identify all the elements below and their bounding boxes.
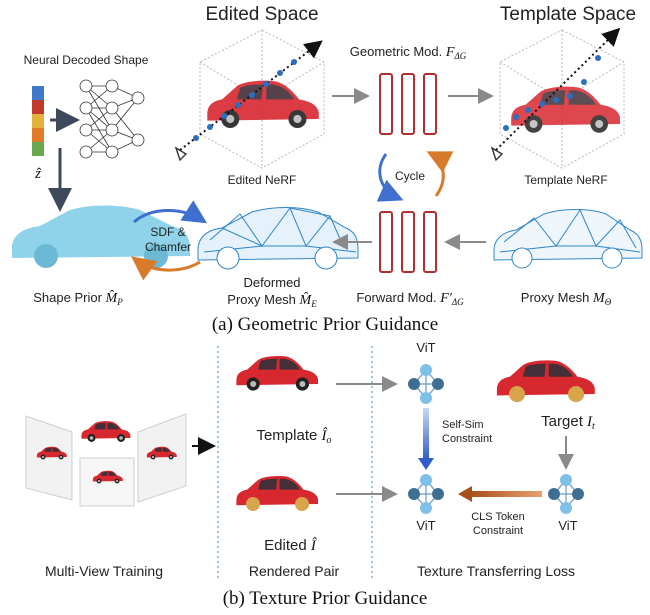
vit-right-label: ViT — [558, 518, 577, 533]
vit-top-label: ViT — [416, 340, 435, 355]
template-nerf-label: Template NeRF — [524, 173, 607, 187]
sdf-arrow-blue — [133, 200, 208, 224]
geometric-mod-label: Geometric Mod. FΔG — [350, 44, 467, 61]
edited-label: Edited Î — [264, 537, 317, 554]
proxy-mesh — [493, 208, 643, 269]
template-label: Template Îo — [256, 427, 331, 446]
edited-image-car — [236, 475, 318, 511]
shape-prior-car — [12, 205, 190, 268]
self-sim-label-2: Constraint — [442, 433, 492, 445]
cls-arrowhead — [458, 486, 472, 502]
shape-prior-label: Shape Prior M̂P — [33, 290, 123, 307]
target-image-car — [496, 360, 595, 402]
multi-view-label: Multi-View Training — [45, 563, 163, 579]
forward-mod-label: Forward Mod. F′ΔG — [356, 290, 464, 307]
cycle-arrow-blue — [376, 153, 404, 202]
edited-space-title: Edited Space — [205, 4, 318, 25]
cls-arrow — [470, 491, 542, 497]
deformed-proxy-mesh — [197, 206, 359, 270]
target-label: Target It — [541, 413, 595, 432]
vit-right-icon — [547, 473, 585, 515]
cls-label-2: Constraint — [473, 525, 523, 537]
latent-code-bar — [32, 86, 44, 156]
edited-nerf-label: Edited NeRF — [228, 173, 297, 187]
latent-symbol: ẑ — [34, 166, 41, 182]
template-image-car — [236, 355, 318, 391]
edited-camera-icon — [174, 146, 188, 162]
forward-mod-block — [379, 211, 437, 273]
caption-a: (a) Geometric Prior Guidance — [212, 314, 438, 335]
neural-network-icon — [79, 79, 145, 159]
edited-nerf-car — [207, 80, 319, 129]
cls-label-1: CLS Token — [471, 511, 525, 523]
geometric-mod-block — [379, 73, 437, 135]
sdf-arrow-orange — [131, 256, 201, 281]
vit-mid-icon — [407, 473, 445, 515]
rendered-pair-label: Rendered Pair — [249, 563, 340, 579]
vit-top-icon — [407, 363, 445, 405]
template-space-title: Template Space — [500, 4, 636, 25]
deformed-label-2: Proxy Mesh M̂E — [227, 292, 317, 309]
sdf-chamfer-label-2: Chamfer — [145, 240, 191, 254]
sdf-chamfer-label-1: SDF & — [150, 225, 185, 239]
neural-decoded-shape-label: Neural Decoded Shape — [24, 53, 149, 67]
template-camera-points — [503, 55, 601, 131]
caption-b: (b) Texture Prior Guidance — [223, 588, 428, 609]
template-camera-icon — [490, 146, 504, 162]
texture-loss-label: Texture Transferring Loss — [417, 563, 575, 579]
edited-camera-points — [193, 59, 297, 141]
cycle-label: Cycle — [395, 169, 425, 183]
vit-mid-label: ViT — [416, 518, 435, 533]
self-sim-arrowhead — [418, 458, 434, 470]
multi-view-panels — [25, 413, 187, 507]
self-sim-label-1: Self-Sim — [442, 419, 484, 431]
proxy-mesh-label: Proxy Mesh MΘ — [521, 290, 612, 307]
deformed-label-1: Deformed — [243, 275, 300, 290]
self-sim-arrow — [423, 408, 429, 460]
template-camera-path — [495, 27, 621, 151]
cycle-arrow-orange — [426, 151, 454, 197]
